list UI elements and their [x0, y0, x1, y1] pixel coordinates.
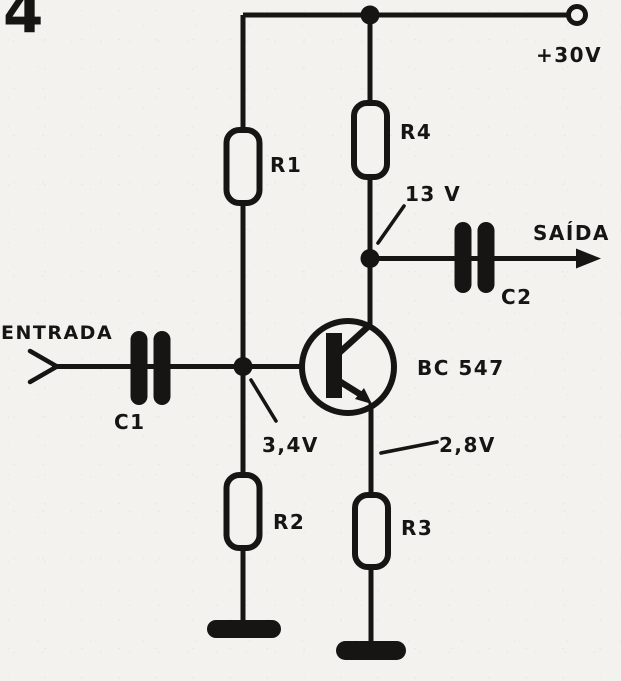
emitter-voltage-label: 2,8V [439, 433, 496, 457]
resistor-r3 [352, 492, 391, 570]
r4-label: R4 [400, 120, 432, 144]
output-arrow-icon [576, 248, 601, 269]
c2-plate-left [454, 222, 472, 293]
ground-symbol-r3 [336, 641, 406, 660]
base-voltage-label: 3,4V [262, 433, 319, 457]
emitter-branch: 2,8V R3 [336, 403, 496, 660]
resistor-r1 [223, 127, 263, 206]
base-voltage-pointer-line [249, 378, 278, 423]
transistor-collector-lead [336, 321, 374, 356]
c2-label: C2 [501, 285, 533, 309]
ground-symbol-r2 [207, 620, 281, 638]
collector-branch: R4 13 V [351, 15, 461, 326]
c1-label: C1 [114, 410, 146, 434]
transistor-bc547: BC 547 [299, 318, 505, 416]
supply-terminal-icon [566, 4, 588, 26]
transistor-base-bar [326, 333, 342, 398]
capacitor-c2 [454, 222, 495, 293]
emitter-voltage-pointer-line [379, 440, 439, 455]
transistor-emitter-lead [337, 378, 365, 399]
r3-label: R3 [401, 516, 433, 540]
transistor-label: BC 547 [417, 356, 505, 380]
c1-plate-right [153, 331, 171, 405]
output-section: C2 SAÍDA [370, 221, 610, 309]
input-port-label: ENTRADA [1, 322, 113, 344]
resistor-r4 [351, 100, 390, 180]
output-port-label: SAÍDA [533, 221, 610, 245]
collector-voltage-pointer-line [376, 204, 406, 245]
c1-plate-left [130, 331, 148, 405]
power-rail: +30V [243, 4, 602, 67]
figure-number: 4 [3, 0, 43, 46]
transistor-emitter-arrow-icon [355, 388, 372, 404]
r2-label: R2 [273, 510, 305, 534]
transistor-body-icon [299, 318, 397, 416]
bias-branch: R1 R2 [207, 15, 305, 638]
supply-voltage-label: +30V [536, 43, 602, 67]
collector-voltage-label: 13 V [405, 182, 461, 206]
c2-plate-right [477, 222, 495, 293]
input-section: ENTRADA C1 3,4V [1, 322, 327, 457]
r1-label: R1 [270, 153, 302, 177]
capacitor-c1 [130, 331, 171, 405]
resistor-r2 [223, 472, 263, 551]
